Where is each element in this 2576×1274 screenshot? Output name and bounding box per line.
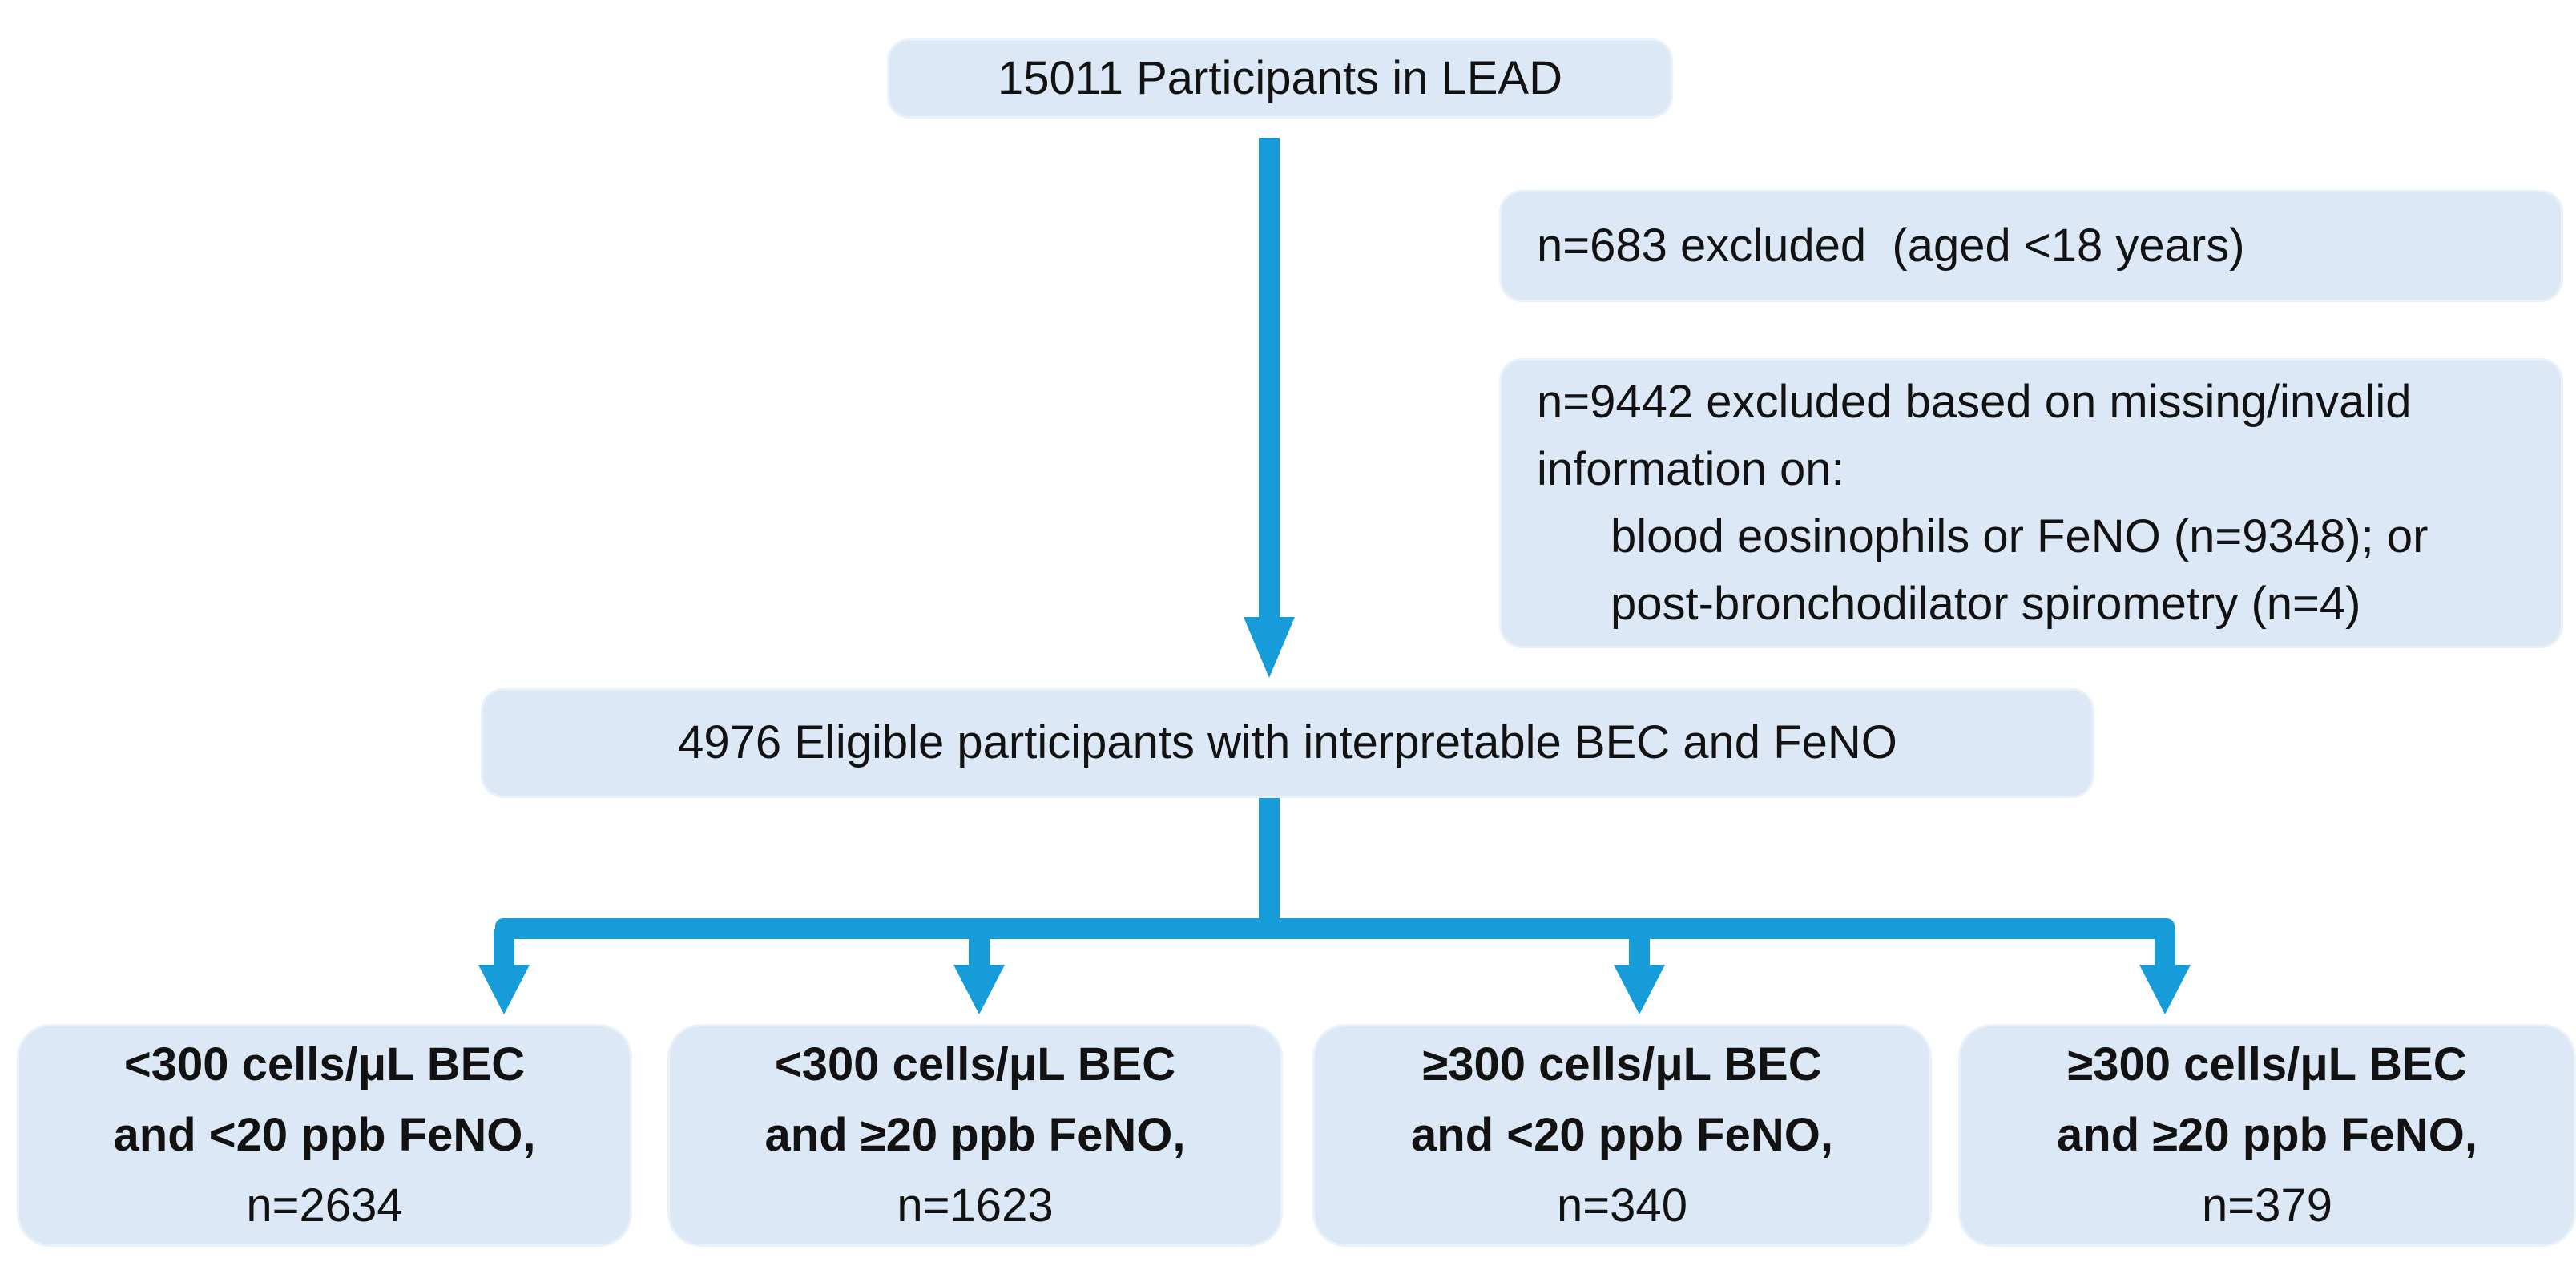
group-4-count: n=379 (2202, 1179, 2332, 1232)
arrow-to-group-3-icon (1614, 929, 1665, 1014)
group-3-line-1: ≥300 cells/μL BEC (1422, 1038, 1822, 1091)
group-1-count: n=2634 (246, 1179, 403, 1232)
group-4-line-2: and ≥20 ppb FeNO, (2057, 1109, 2477, 1161)
excluded-missing-line-3: blood eosinophils or FeNO (n=9348); or (1611, 510, 2429, 562)
node-participants-total-label: 15011 Participants in LEAD (997, 51, 1562, 104)
group-3-line-2: and <20 ppb FeNO, (1411, 1109, 1833, 1161)
arrow-to-group-1-icon (478, 929, 530, 1014)
arrow-to-group-2-icon (953, 929, 1005, 1014)
node-excluded-age: n=683 excluded (aged <18 years) (1499, 190, 2563, 302)
group-2-line-2: and ≥20 ppb FeNO, (764, 1109, 1186, 1161)
node-eligible-label: 4976 Eligible participants with interpre… (678, 716, 1897, 769)
node-group-low-bec-high-feno: <300 cells/μL BEC and ≥20 ppb FeNO, n=16… (667, 1024, 1283, 1247)
node-excluded-age-label: n=683 excluded (aged <18 years) (1537, 219, 2245, 272)
excluded-missing-line-2: information on: (1537, 443, 1844, 495)
arrow-to-group-4-icon (2139, 929, 2191, 1014)
connector-bar (495, 918, 2175, 939)
connector-stem (1259, 797, 1280, 921)
node-excluded-missing: n=9442 excluded based on missing/invalid… (1499, 358, 2563, 648)
group-1-line-2: and <20 ppb FeNO, (113, 1109, 536, 1161)
node-group-low-bec-low-feno: <300 cells/μL BEC and <20 ppb FeNO, n=26… (17, 1024, 632, 1247)
group-2-line-1: <300 cells/μL BEC (774, 1038, 1176, 1091)
excluded-missing-line-4: post-bronchodilator spirometry (n=4) (1611, 578, 2361, 630)
group-3-count: n=340 (1557, 1179, 1687, 1232)
node-eligible: 4976 Eligible participants with interpre… (481, 688, 2094, 798)
excluded-missing-line-1: n=9442 excluded based on missing/invalid (1537, 376, 2412, 428)
group-2-count: n=1623 (897, 1179, 1054, 1232)
arrow-top-to-eligible-icon (1244, 138, 1295, 678)
node-participants-total: 15011 Participants in LEAD (887, 38, 1673, 119)
node-group-high-bec-high-feno: ≥300 cells/μL BEC and ≥20 ppb FeNO, n=37… (1958, 1024, 2576, 1247)
group-1-line-1: <300 cells/μL BEC (123, 1038, 526, 1091)
group-4-line-1: ≥300 cells/μL BEC (2067, 1038, 2467, 1091)
node-group-high-bec-low-feno: ≥300 cells/μL BEC and <20 ppb FeNO, n=34… (1312, 1024, 1932, 1247)
